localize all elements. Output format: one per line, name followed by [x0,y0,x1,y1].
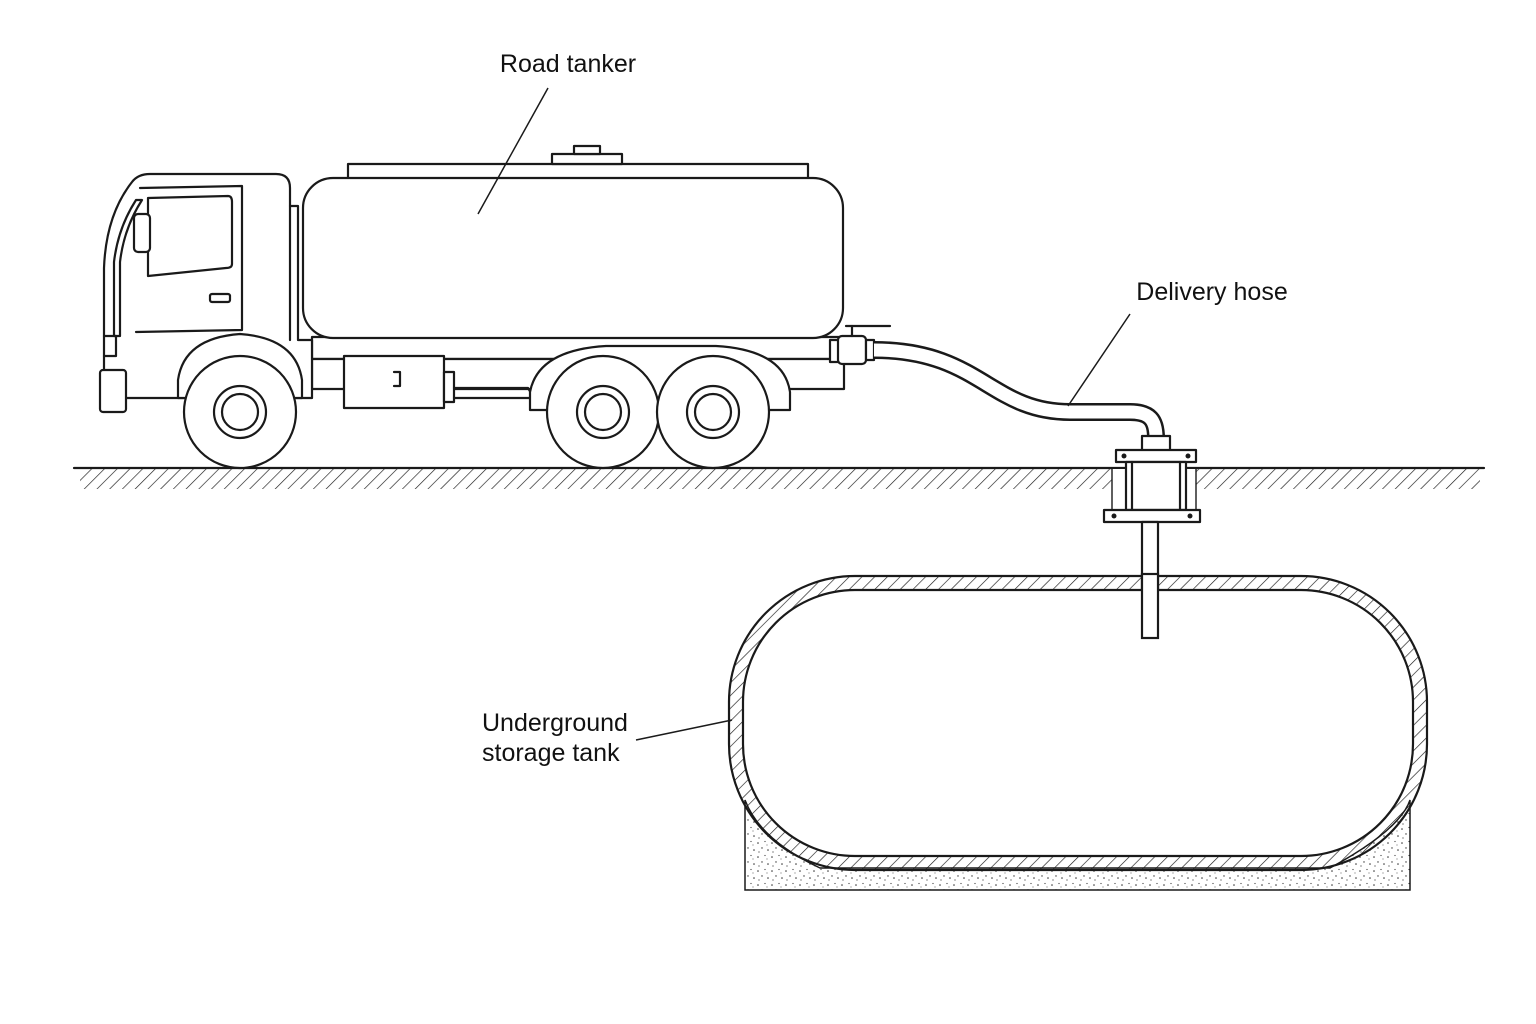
storage-tank-label-line2: storage tank [482,739,620,767]
side-toolbox [342,354,446,410]
label-road-tanker: Road tanker [477,50,636,215]
label-delivery-hose: Delivery hose [1067,278,1288,407]
fill-point-box [1124,460,1188,512]
tank-manhole [550,152,624,166]
front-wheel [182,354,298,470]
fill-point-cap [1114,448,1198,464]
front-bumper [98,368,128,414]
underground-storage-tank [727,572,1429,891]
ground [72,466,1486,519]
tank-interior [741,588,1415,858]
delivery-hose-label: Delivery hose [1136,278,1287,306]
rear-wheel-2 [655,354,771,470]
storage-tank-label-line1: Underground [482,709,628,737]
rear-wheel-1 [545,354,661,470]
road-tanker-label: Road tanker [500,50,636,78]
label-storage-tank: Underground storage tank [482,709,733,767]
outlet-valve [828,324,892,366]
fill-point-flange [1102,508,1202,524]
delivery-hose [873,341,1165,442]
road-tanker [98,144,892,470]
tank-body [301,176,845,340]
